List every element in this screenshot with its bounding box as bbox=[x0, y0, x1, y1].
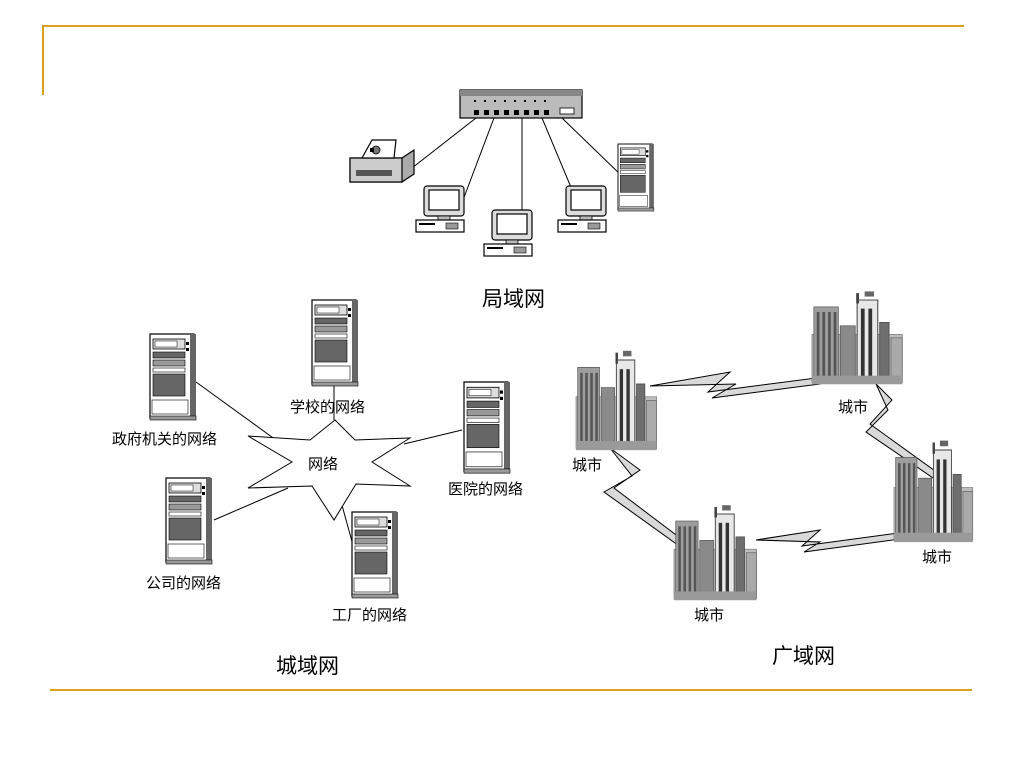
left-rule bbox=[42, 25, 44, 95]
server-icon bbox=[149, 333, 197, 421]
wan-city-label: 城市 bbox=[922, 548, 953, 566]
man-hub-label: 网络 bbox=[308, 455, 339, 473]
desktop-icon bbox=[557, 185, 607, 233]
desktop-icon bbox=[483, 209, 533, 257]
printer-icon bbox=[349, 139, 415, 183]
city-icon bbox=[811, 290, 903, 385]
man-caption: 城域网 bbox=[276, 654, 339, 678]
server-icon bbox=[463, 381, 511, 474]
man-node-label: 政府机关的网络 bbox=[112, 430, 218, 448]
server-icon bbox=[311, 299, 359, 387]
man-links bbox=[195, 381, 463, 557]
wan-city-label: 城市 bbox=[838, 398, 869, 416]
server-icon bbox=[617, 143, 655, 212]
man-node-label: 医院的网络 bbox=[448, 480, 524, 498]
city-icon bbox=[673, 504, 757, 601]
network-hub-star bbox=[247, 419, 412, 521]
top-rule bbox=[42, 25, 964, 27]
bottom-rule bbox=[50, 689, 972, 691]
lan-diagram bbox=[349, 89, 655, 257]
man-node-label: 学校的网络 bbox=[290, 398, 366, 416]
desktop-icon bbox=[415, 185, 465, 233]
city-icon bbox=[575, 350, 658, 451]
man-node-label: 公司的网络 bbox=[146, 574, 222, 592]
wan-diagram bbox=[575, 290, 974, 601]
wan-caption: 广域网 bbox=[772, 644, 835, 668]
server-icon bbox=[351, 511, 399, 599]
man-diagram bbox=[149, 299, 511, 599]
man-node-label: 工厂的网络 bbox=[332, 606, 408, 624]
switch-icon bbox=[459, 89, 583, 119]
server-icon bbox=[165, 477, 213, 565]
wan-city-label: 城市 bbox=[694, 606, 725, 624]
wan-city-label: 城市 bbox=[572, 456, 603, 474]
lan-caption: 局域网 bbox=[482, 287, 545, 311]
